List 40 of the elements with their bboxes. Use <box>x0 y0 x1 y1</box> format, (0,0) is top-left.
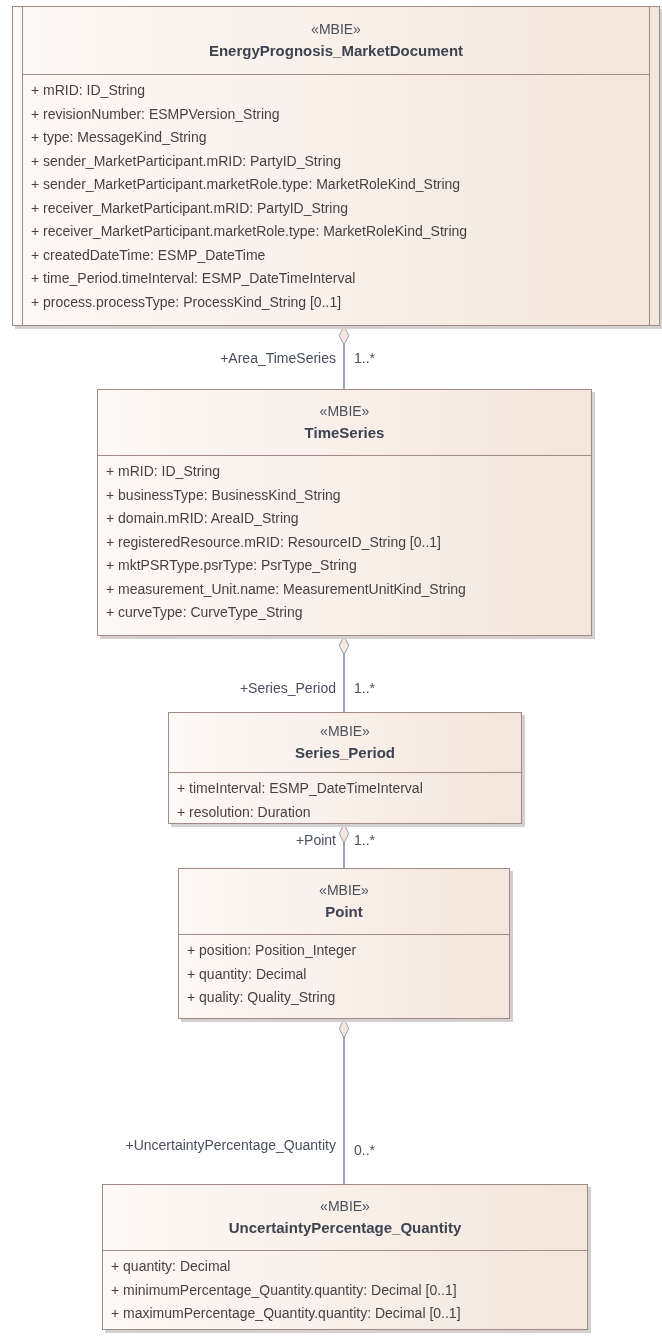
class-name: EnergyPrognosis_MarketDocument <box>208 40 464 61</box>
class-box <box>168 712 522 824</box>
attribute-text: + quantity: Decimal <box>187 964 307 984</box>
attribute-text: + mktPSRType.psrType: PsrType_String <box>106 556 357 575</box>
stereotype-label: «MBIE» <box>311 19 361 39</box>
stereotype-label: «MBIE» <box>319 401 370 421</box>
class-name: UncertaintyPercentage_Quantity <box>228 1217 462 1238</box>
attribute-text: + sender_MarketParticipant.mRID: PartyID_String <box>31 151 342 171</box>
class-box <box>102 1184 588 1330</box>
class-box <box>178 868 510 1019</box>
attribute-text: + domain.mRID: AreaID_String <box>106 509 299 528</box>
stereotype-label: «MBIE» <box>319 880 369 900</box>
attribute-text: + position: Position_Integer <box>187 941 357 960</box>
attribute-text: + registeredResource.mRID: ResourceID_String [0..1] <box>106 532 441 552</box>
attribute-text: + revisionNumber: ESMPVersion_String <box>31 104 280 124</box>
attribute-text: + time_Period.timeInterval: ESMP_DateTimeInterval <box>31 269 356 288</box>
attribute-text: + resolution: Duration <box>177 802 311 822</box>
attribute-text: + createdDateTime: ESMP_DateTime <box>31 245 266 265</box>
attribute-text: + mRID: ID_String <box>106 462 220 481</box>
class-name: TimeSeries <box>304 422 385 443</box>
attribute-text: + quantity: Decimal <box>111 1257 231 1276</box>
attribute-text: + maximumPercentage_Quantity.quantity: Decimal [0..1] <box>111 1304 461 1323</box>
stereotype-label: «MBIE» <box>320 1196 370 1216</box>
class-name: Series_Period <box>294 742 396 763</box>
attribute-text: + sender_MarketParticipant.marketRole.type: MarketRoleKind_String <box>31 175 461 194</box>
attribute-text: + receiver_MarketParticipant.mRID: PartyID_String <box>31 198 349 218</box>
attribute-text: + businessType: BusinessKind_String <box>106 485 341 505</box>
attribute-text: + quality: Quality_String <box>187 988 336 1007</box>
stereotype-label: «MBIE» <box>320 721 370 741</box>
attribute-text: + receiver_MarketParticipant.marketRole.type: MarketRoleKind_String <box>31 222 468 241</box>
attribute-text: + curveType: CurveType_String <box>106 603 303 622</box>
class-box <box>97 389 592 636</box>
attribute-text: + process.processType: ProcessKind_String [0..1] <box>31 292 342 312</box>
attribute-text: + timeInterval: ESMP_DateTimeInterval <box>177 779 423 798</box>
attribute-text: + mRID: ID_String <box>31 81 145 100</box>
attribute-text: + type: MessageKind_String <box>31 128 207 147</box>
attribute-text: + measurement_Unit.name: MeasurementUnitKind_String <box>106 579 466 599</box>
class-box <box>12 6 660 326</box>
class-name: Point <box>325 901 363 922</box>
attribute-text: + minimumPercentage_Quantity.quantity: Decimal [0..1] <box>111 1280 457 1300</box>
